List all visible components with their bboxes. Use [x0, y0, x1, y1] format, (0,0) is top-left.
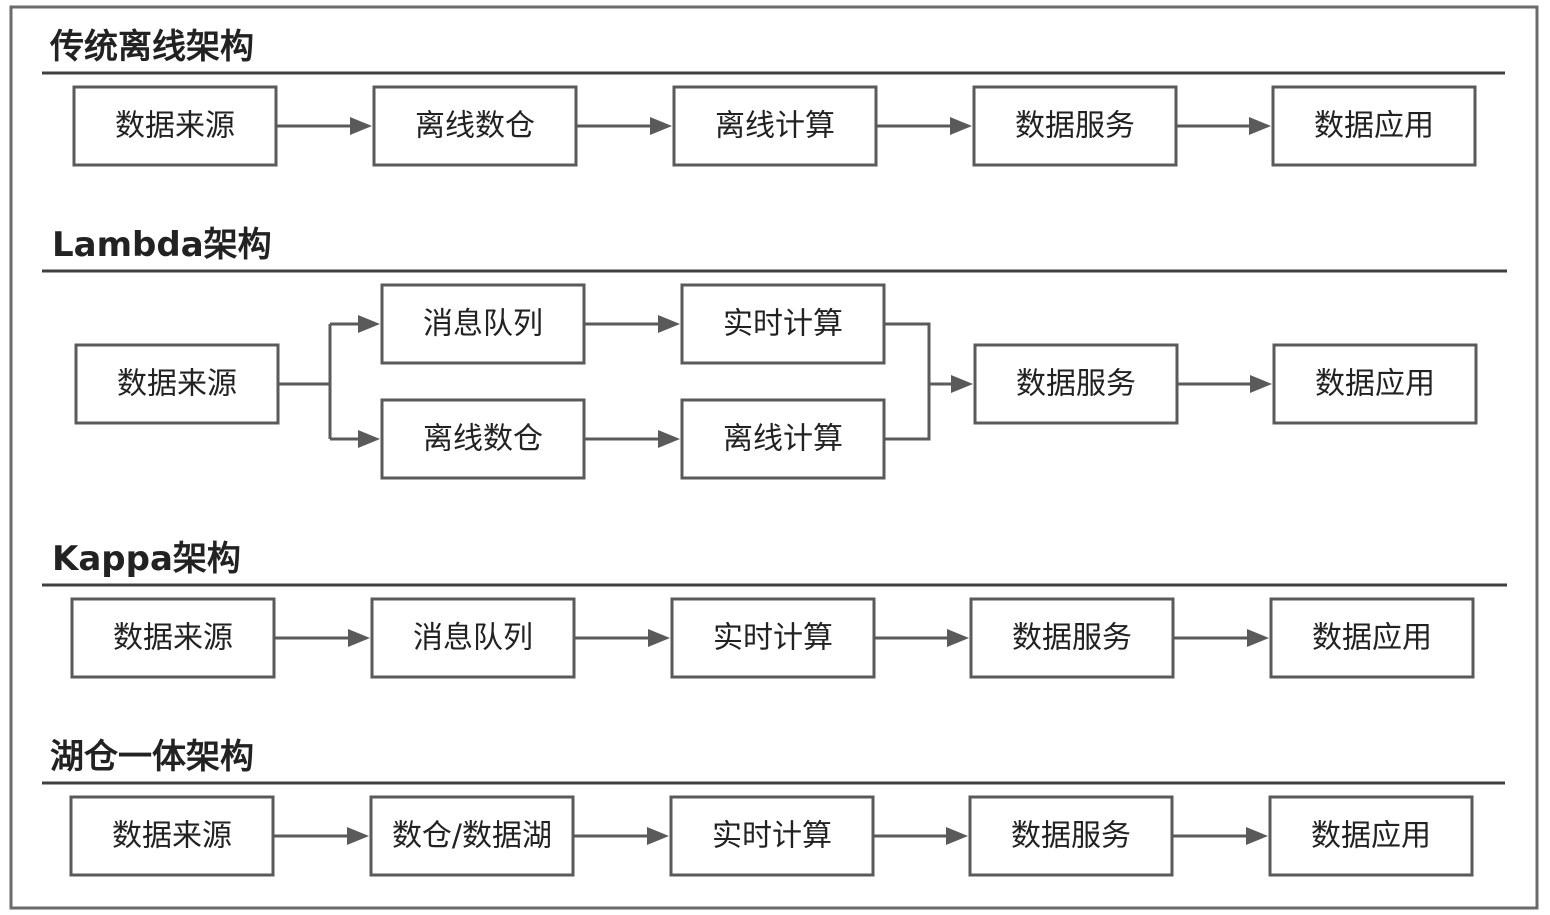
node-label: 数据服务 [1011, 819, 1131, 854]
flow-node-offline-compute: 离线计算 [672, 85, 878, 167]
flow-node-message-queue: 消息队列 [380, 283, 586, 365]
split-connector [278, 315, 380, 448]
section-lambda: Lambda架构 数据来源 消息队列 实时计算 离线数仓 离线计算 数据服务 [42, 225, 1507, 480]
flow-arrow [874, 629, 969, 647]
node-label: 数据服务 [1012, 621, 1132, 656]
section-title-kappa: Kappa架构 [52, 539, 241, 579]
node-label: 离线计算 [715, 109, 835, 144]
flow-node-data-service: 数据服务 [973, 343, 1179, 425]
flow-node-data-application: 数据应用 [1271, 85, 1477, 167]
node-label: 数据来源 [113, 621, 233, 656]
section-title-lambda: Lambda架构 [52, 225, 272, 265]
node-label: 数据来源 [117, 367, 237, 402]
section-lakehouse: 湖仓一体架构 数据来源 数仓/数据湖 实时计算 数据服务 数据应用 [42, 737, 1505, 877]
flow-arrow [576, 117, 672, 135]
flow-arrow [584, 430, 680, 448]
node-label: 数据服务 [1016, 367, 1136, 402]
flow-node-offline-compute: 离线计算 [680, 398, 886, 480]
section-traditional: 传统离线架构 数据来源 离线数仓 离线计算 数据服务 数据应用 [42, 27, 1505, 167]
flow-node-source: 数据来源 [69, 795, 275, 877]
flow-arrow [876, 117, 972, 135]
flow-arrow [1176, 117, 1271, 135]
flow-node-realtime-compute: 实时计算 [669, 795, 875, 877]
node-label: 数据应用 [1314, 109, 1434, 144]
flow-node-data-application: 数据应用 [1269, 597, 1475, 679]
flow-node-data-service: 数据服务 [969, 597, 1175, 679]
node-label: 数据来源 [115, 109, 235, 144]
node-label: 离线计算 [723, 422, 843, 457]
flow-node-realtime-compute: 实时计算 [680, 283, 886, 365]
flow-node-realtime-compute: 实时计算 [670, 597, 876, 679]
node-label: 实时计算 [712, 819, 832, 854]
flow-arrow [274, 629, 370, 647]
node-label: 数据服务 [1015, 109, 1135, 144]
flow-arrow [273, 827, 369, 845]
flow-arrow [573, 827, 669, 845]
section-kappa: Kappa架构 数据来源 消息队列 实时计算 数据服务 数据应用 [42, 539, 1507, 679]
node-label: 实时计算 [723, 307, 843, 342]
flow-node-source: 数据来源 [70, 597, 276, 679]
node-label: 消息队列 [413, 621, 533, 656]
flow-arrow [574, 629, 670, 647]
node-label: 数据应用 [1312, 621, 1432, 656]
flow-arrow [1173, 629, 1269, 647]
flow-arrow [584, 315, 680, 333]
flow-arrow [276, 117, 372, 135]
outer-frame [9, 5, 1539, 910]
node-label: 消息队列 [423, 307, 543, 342]
node-label: 数仓/数据湖 [392, 819, 552, 854]
flow-arrow [1177, 375, 1272, 393]
flow-node-data-application: 数据应用 [1268, 795, 1474, 877]
node-label: 数据应用 [1315, 367, 1435, 402]
node-label: 实时计算 [713, 621, 833, 656]
node-label: 离线数仓 [415, 109, 535, 144]
node-label: 离线数仓 [423, 422, 543, 457]
merge-connector [884, 322, 973, 441]
flow-node-source: 数据来源 [72, 85, 278, 167]
flow-node-data-service: 数据服务 [968, 795, 1174, 877]
flow-arrow [1172, 827, 1268, 845]
section-title-traditional: 传统离线架构 [49, 27, 254, 67]
flow-node-data-service: 数据服务 [972, 85, 1178, 167]
node-label: 数据来源 [112, 819, 232, 854]
flow-node-message-queue: 消息队列 [370, 597, 576, 679]
node-label: 数据应用 [1311, 819, 1431, 854]
flow-arrow [873, 827, 968, 845]
flow-node-data-application: 数据应用 [1272, 343, 1478, 425]
flow-node-offline-warehouse: 离线数仓 [372, 85, 578, 167]
flow-node-warehouse-lake: 数仓/数据湖 [369, 795, 575, 877]
flow-node-offline-warehouse: 离线数仓 [380, 398, 586, 480]
flow-node-source: 数据来源 [74, 343, 280, 425]
section-title-lakehouse: 湖仓一体架构 [50, 737, 254, 777]
